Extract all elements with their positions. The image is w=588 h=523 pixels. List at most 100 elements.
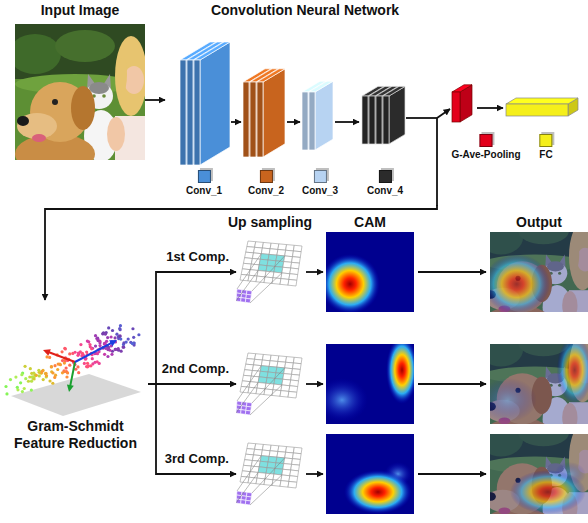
feature-scatter bbox=[4, 385, 7, 388]
upsampling-grid-drawing bbox=[292, 453, 301, 459]
upsampling-grid-drawing bbox=[284, 256, 293, 262]
connector-arrow bbox=[145, 99, 165, 101]
feature-scatter bbox=[110, 353, 113, 356]
connector-arrow bbox=[45, 205, 437, 300]
feature-scatter bbox=[104, 332, 107, 335]
connector-arrow bbox=[148, 383, 236, 385]
feature-scatter bbox=[105, 340, 108, 343]
feature-scatter bbox=[107, 326, 110, 329]
upsampling-grid-drawing bbox=[288, 391, 297, 398]
flow-arrow bbox=[418, 473, 486, 475]
upsampling-grid-drawing bbox=[255, 354, 264, 360]
upsampling-grid-drawing bbox=[245, 500, 250, 505]
upsampling-grid-drawing bbox=[293, 357, 302, 363]
flow-arrow bbox=[231, 121, 241, 123]
flow-arrow bbox=[418, 383, 486, 385]
upsampling-grid-drawing bbox=[280, 391, 289, 398]
output-overlay bbox=[490, 344, 588, 424]
upsampling-grid-drawing bbox=[277, 250, 286, 256]
upsampling-grid-drawing bbox=[285, 250, 294, 256]
feature-scatter bbox=[90, 347, 93, 350]
upsampling-grid-drawing bbox=[285, 362, 294, 368]
upsampling-grid-drawing bbox=[250, 273, 282, 303]
feature-scatter bbox=[3, 300, 148, 418]
upsampling-grid-drawing bbox=[255, 444, 264, 450]
feature-scatter bbox=[63, 347, 66, 350]
upsampling-grid: 2nd Comp. bbox=[236, 352, 304, 416]
classifier-head bbox=[506, 104, 568, 116]
feature-scatter bbox=[56, 368, 59, 371]
upsampling-grid-drawing bbox=[278, 446, 287, 452]
upsampling-grid-drawing bbox=[250, 475, 282, 505]
feature-scatter bbox=[75, 342, 113, 362]
output-overlay bbox=[490, 254, 550, 312]
feature-scatter bbox=[117, 347, 120, 350]
upsampling-grid-drawing bbox=[268, 366, 277, 372]
connector-arrow bbox=[148, 384, 236, 474]
feature-scatter bbox=[38, 374, 41, 377]
feature-scatter bbox=[97, 339, 100, 342]
flow-arrow bbox=[306, 473, 323, 475]
output-overlay bbox=[490, 378, 537, 422]
upsampling-grid-drawing bbox=[288, 279, 297, 286]
upsampling-grid-drawing bbox=[261, 248, 270, 254]
cnn-layers bbox=[383, 96, 389, 144]
upsampling-grid-drawing bbox=[278, 356, 287, 362]
upsampling-grid-drawing bbox=[247, 353, 256, 359]
legend-item: Conv_1 bbox=[186, 170, 222, 196]
feature-scatter bbox=[43, 349, 51, 356]
legend-label: Conv_4 bbox=[367, 185, 403, 196]
feature-scatter bbox=[64, 347, 67, 350]
flow-arrow bbox=[406, 117, 437, 119]
upsampling-grid-drawing bbox=[236, 270, 258, 301]
output-overlay bbox=[510, 462, 586, 514]
feature-scatter bbox=[14, 376, 17, 379]
upsampling-grid-drawing bbox=[283, 374, 292, 380]
feature-scatter bbox=[98, 344, 101, 347]
feature-scatter bbox=[19, 381, 22, 384]
feature-scatter bbox=[89, 364, 92, 367]
feature-scatter bbox=[62, 369, 65, 372]
upsampling-grid-drawing bbox=[292, 363, 301, 369]
feature-scatter bbox=[132, 336, 135, 339]
feature-scatter bbox=[91, 357, 94, 360]
classifier-head bbox=[452, 92, 460, 122]
feature-scatter bbox=[33, 377, 36, 380]
upsampling-grid-drawing bbox=[291, 374, 300, 380]
feature-scatter bbox=[32, 372, 35, 375]
feature-scatter bbox=[119, 337, 122, 340]
output-overlay bbox=[490, 232, 588, 312]
upsampling-grid-drawing bbox=[285, 452, 294, 458]
cam-heatmap bbox=[344, 470, 412, 514]
feature-scatter bbox=[86, 362, 89, 365]
feature-scatter bbox=[53, 364, 56, 367]
feature-scatter bbox=[71, 352, 74, 355]
upsampling-grid-drawing bbox=[247, 443, 256, 449]
upsampling-grid-drawing bbox=[291, 262, 300, 268]
upsampling-grid-drawing bbox=[247, 241, 256, 247]
flow-arrow bbox=[437, 109, 450, 118]
legend-item: FC bbox=[539, 134, 552, 160]
upsampling-grid-drawing bbox=[236, 352, 304, 416]
feature-scatter bbox=[79, 343, 82, 346]
feature-scatter bbox=[103, 353, 106, 356]
flow-arrow bbox=[287, 121, 300, 123]
upsampling-grid-drawing bbox=[269, 361, 278, 367]
upsampling-grid-drawing bbox=[241, 410, 246, 415]
upsampling-grid-drawing bbox=[292, 459, 301, 465]
upsampling-grid-drawing bbox=[278, 244, 287, 250]
upsampling-grid-drawing bbox=[246, 449, 255, 455]
upsampling-grid-drawing bbox=[283, 464, 292, 470]
feature-scatter bbox=[107, 348, 110, 351]
upsampling-grid-drawing bbox=[254, 247, 263, 253]
legend-label: FC bbox=[539, 149, 552, 160]
cnn-layers bbox=[315, 81, 333, 150]
cnn-layers bbox=[194, 60, 200, 165]
cnn-layers bbox=[309, 81, 333, 92]
feature-scatter bbox=[96, 360, 99, 363]
output-overlay bbox=[490, 232, 588, 312]
cnn-layers bbox=[257, 82, 263, 157]
feature-scatter bbox=[122, 346, 125, 349]
